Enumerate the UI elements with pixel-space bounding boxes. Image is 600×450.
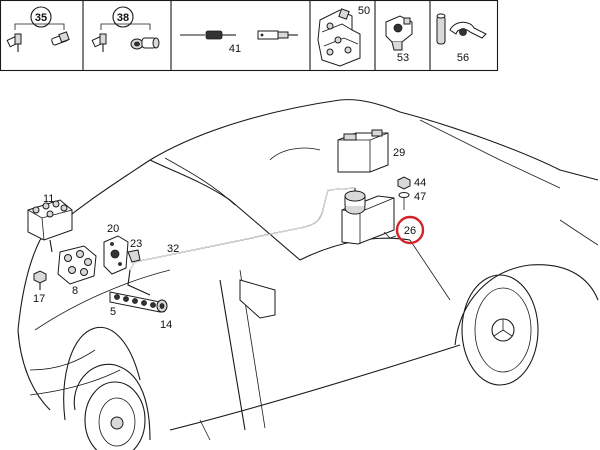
part-53-cell[interactable]: 53 [385,15,413,64]
part-17-screw[interactable] [33,270,47,290]
callout-8: 8 [72,285,78,297]
valve-block-icon [317,8,361,67]
part-41-label: 41 [229,43,241,55]
elbow-connector-icon [6,33,22,52]
part-35-cell[interactable]: 35 [6,6,70,52]
part-47-washer[interactable] [398,192,410,198]
callout-47: 47 [414,191,426,203]
part-50-label: 50 [358,5,370,17]
callout-32: 32 [167,243,179,255]
callout-20: 20 [107,223,119,235]
part-44-nut[interactable] [397,176,411,190]
star-emblem-icon [491,318,515,342]
callout-14: 14 [160,319,172,331]
part-38-cell[interactable]: 38 [91,6,160,52]
part-38-label: 38 [117,12,129,24]
front-wheel [84,381,146,450]
bracket-clip-icon [385,15,413,51]
part-14-grommet[interactable] [156,299,168,313]
callout-23: 23 [130,238,142,250]
part-23-clip[interactable] [127,249,141,263]
rear-wheel [461,274,539,386]
part-5-distributor[interactable] [109,291,161,313]
straight-connector-icon [51,31,70,46]
callout-44: 44 [414,177,426,189]
part-8-valve-cluster[interactable] [57,245,97,285]
hose-clip-icon [436,13,487,45]
top-strip: 35 38 [0,0,499,72]
part-41-cell[interactable]: 41 [180,30,298,55]
callout-26: 26 [404,225,416,237]
callout-11: 11 [43,193,54,205]
part-56-cell[interactable]: 56 [436,13,487,64]
callout-26-highlight[interactable]: 26 [395,215,425,245]
part-11-valve-block[interactable] [27,199,73,253]
part-56-label: 56 [457,52,469,64]
part-53-label: 53 [397,52,409,64]
callout-29: 29 [393,147,405,159]
part-35-label: 35 [35,12,47,24]
part-26-pump[interactable] [341,190,397,245]
part-20-bracket[interactable] [103,235,129,275]
grommet-connector-icon [130,37,160,50]
callout-17: 17 [33,293,45,305]
part-50-cell[interactable]: 50 [317,5,370,67]
part-29-control-unit[interactable] [337,129,389,173]
elbow-connector-icon [91,33,107,52]
car-body-outline [17,99,599,441]
callout-5: 5 [110,306,116,318]
